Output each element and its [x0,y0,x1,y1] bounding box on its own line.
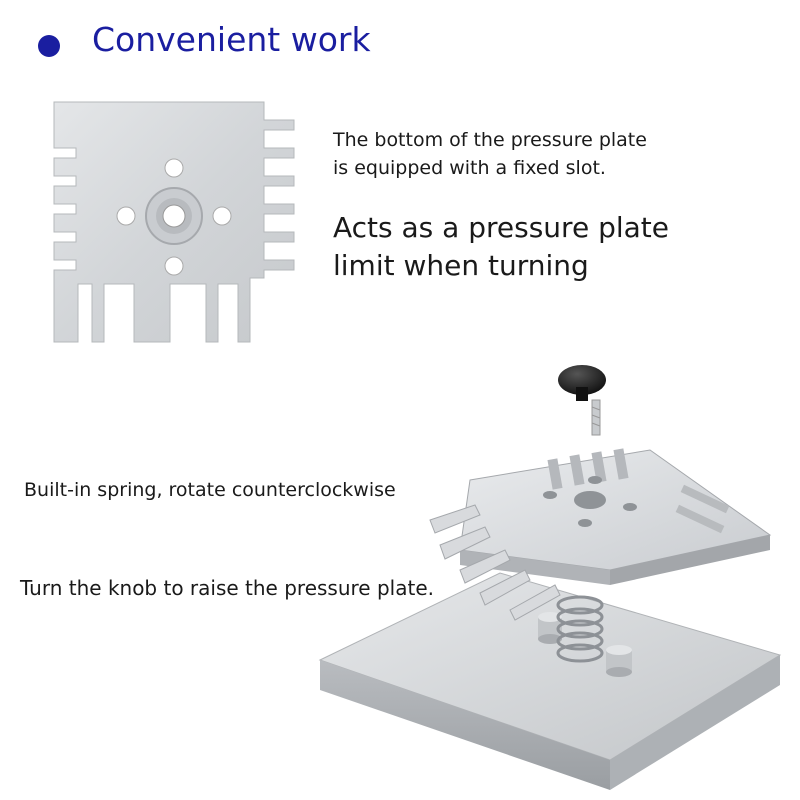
hole [543,491,557,499]
slot-caption-line1: The bottom of the pressure plate [333,129,647,151]
section-heading: Convenient work [92,20,371,59]
heading-bullet [38,35,60,57]
hole [578,519,592,527]
exploded-assembly-image [310,355,790,795]
guide-pin [538,612,562,644]
center-hole [574,491,606,509]
slot-caption: The bottom of the pressure plate is equi… [333,126,647,182]
pressure-plate-bottom-image [50,98,300,346]
base-plate [318,572,782,790]
pressure-plate-bottom-illustration [53,101,295,343]
hole [212,206,232,226]
pressure-plate [429,448,772,621]
exploded-assembly-illustration [318,365,782,790]
hole [164,158,184,178]
spring-caption: Built-in spring, rotate counterclockwise [24,479,396,501]
hole [116,206,136,226]
knob-caption: Turn the knob to raise the pressure plat… [20,576,434,600]
knob [558,365,606,436]
hole [623,503,637,511]
slot-caption-line2: is equipped with a fixed slot. [333,157,606,179]
limit-caption-line1: Acts as a pressure plate [333,211,669,244]
limit-caption-line2: limit when turning [333,249,589,282]
center-hole [162,204,186,228]
limit-caption: Acts as a pressure plate limit when turn… [333,209,669,285]
spring [556,595,604,663]
hole [164,256,184,276]
hole [588,476,602,484]
guide-pin [606,645,632,677]
